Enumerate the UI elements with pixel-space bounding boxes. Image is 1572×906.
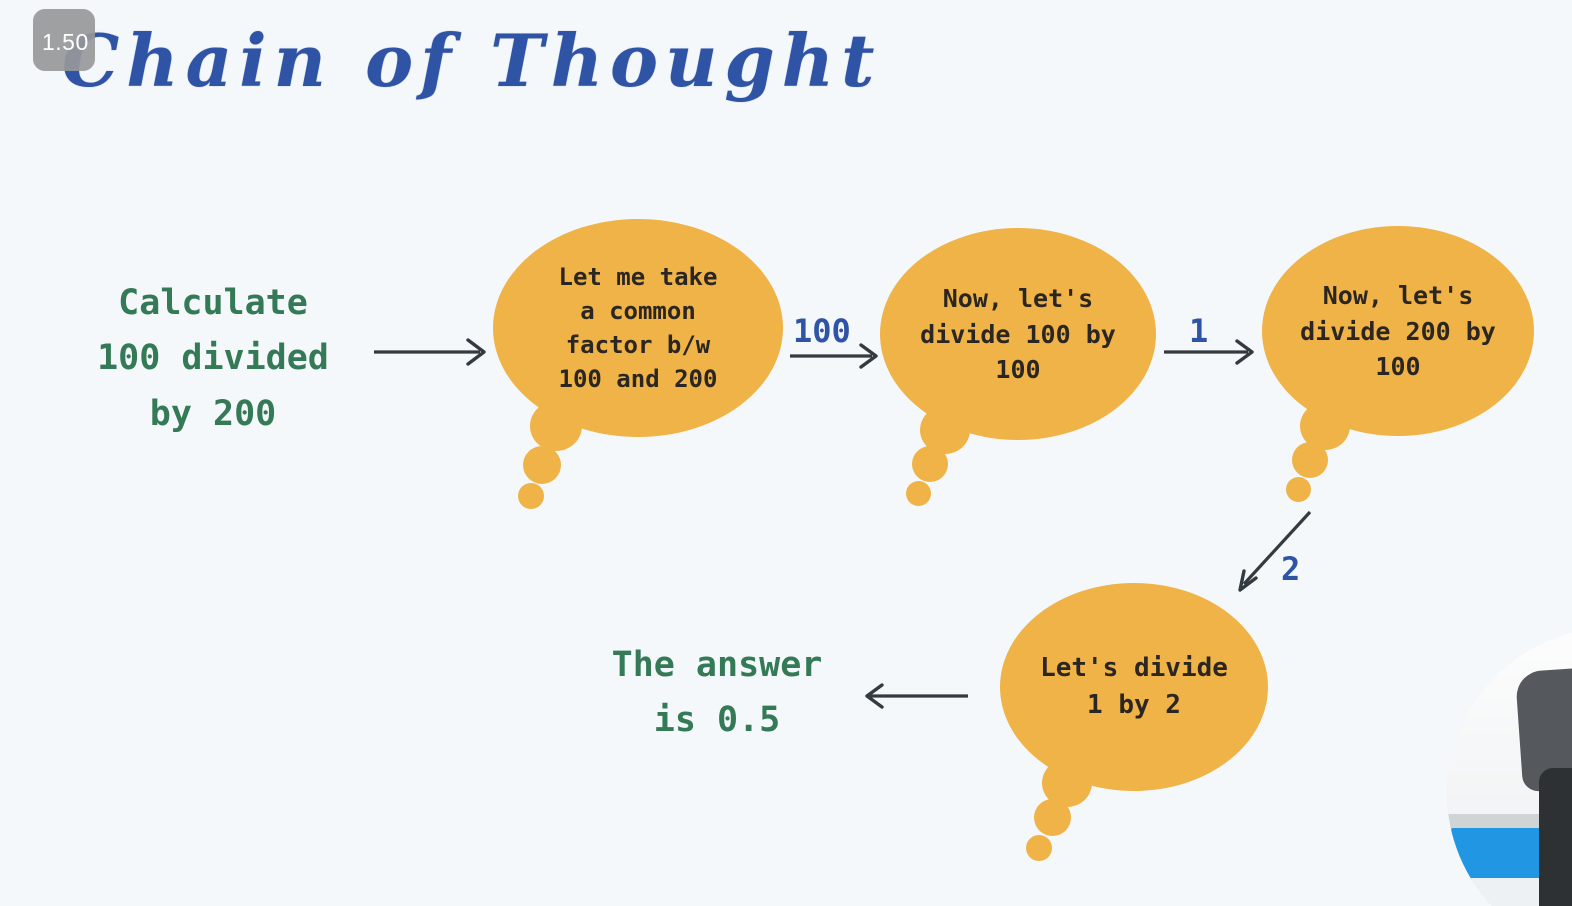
arrow-prompt-to-step1	[374, 338, 486, 366]
arrow-step4-to-answer	[865, 683, 968, 709]
thought-bubble-1: Let me take a common factor b/w 100 and …	[493, 219, 783, 509]
bubble-tail-dot-medium	[1292, 442, 1328, 478]
edge-label-step3-to-step4: 2	[1281, 550, 1301, 588]
edge-label-step1-to-step2: 100	[793, 312, 851, 350]
bubble-tail-dot-small	[906, 481, 931, 506]
bubble-tail-dot-small	[1026, 835, 1052, 861]
bubble-1-text: Let me take a common factor b/w 100 and …	[558, 262, 718, 394]
answer-text: The answer is 0.5	[611, 645, 823, 741]
edge-label-step2-to-step3: 1	[1189, 312, 1209, 350]
bubble-body	[1262, 226, 1534, 436]
bubble-tail-dot-medium	[1034, 799, 1071, 836]
prompt-text: Calculate 100 divided by 200	[97, 283, 329, 434]
page-title: Chain of Thought	[62, 18, 882, 103]
arrow-step2-to-step3	[1164, 339, 1254, 365]
thought-bubble-2: Now, let's divide 100 by 100	[880, 228, 1156, 506]
bubble-body	[880, 228, 1156, 440]
bubble-4-text: Let's divide 1 by 2	[1040, 653, 1228, 720]
playback-speed-badge[interactable]: 1.50	[33, 9, 95, 71]
bubble-tail-dot-small	[518, 483, 544, 509]
webcam-chair-back	[1539, 768, 1572, 906]
bubble-tail-dot-large	[530, 401, 582, 451]
bubble-tail-dot-small	[1286, 477, 1311, 502]
bubble-2-text: Now, let's divide 100 by 100	[920, 283, 1116, 384]
presenter-camera-overlay[interactable]	[1447, 628, 1572, 906]
thought-bubble-3: Now, let's divide 200 by 100	[1262, 226, 1534, 502]
bubble-body	[1000, 583, 1268, 791]
arrow-step3-to-step4	[1238, 510, 1312, 592]
thought-bubble-4: Let's divide 1 by 2	[1000, 583, 1268, 861]
bubble-body	[493, 219, 783, 437]
bubble-tail-dot-medium	[912, 446, 948, 482]
bubble-3-text: Now, let's divide 200 by 100	[1300, 280, 1496, 381]
bubble-tail-dot-medium	[523, 446, 561, 484]
arrow-step1-to-step2	[790, 343, 878, 369]
